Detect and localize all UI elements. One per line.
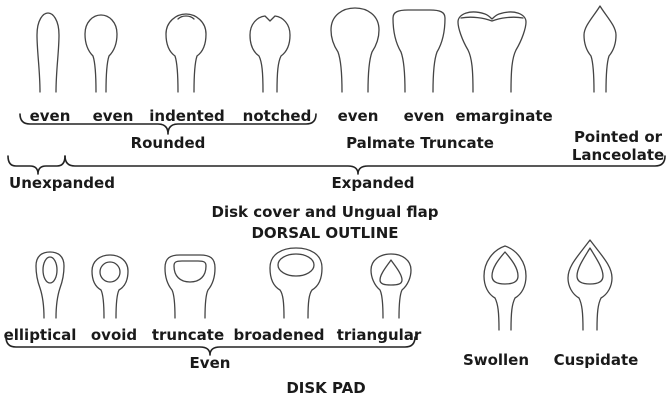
label-pad-triangular: triangular <box>337 326 422 344</box>
shape-pointed-lanceolate <box>584 6 616 92</box>
shape-indent-mark <box>178 16 194 19</box>
label-pad-elliptical: elliptical <box>4 326 77 344</box>
label-dorsal-even-4: even <box>404 107 445 125</box>
shape-truncate-even <box>393 10 445 92</box>
shape-pad-truncate <box>165 255 215 318</box>
shape-truncate-emarginate <box>458 12 526 92</box>
label-rounded: Rounded <box>131 134 206 152</box>
pad-inner-swollen <box>492 252 518 284</box>
label-pad-ovoid: ovoid <box>91 326 137 344</box>
pad-inner-ovoid <box>100 262 120 282</box>
shape-pad-broadened <box>270 248 322 318</box>
label-lanceolate: Lanceolate <box>572 146 664 164</box>
shape-rounded-indented <box>166 14 206 92</box>
label-dorsal-emarginate: emarginate <box>455 107 552 125</box>
shape-pad-elliptical <box>36 252 64 318</box>
shape-pad-triangular <box>371 254 411 318</box>
brace-unexpanded <box>8 156 65 174</box>
label-dorsal-indented: indented <box>149 107 225 125</box>
label-pad-truncate: truncate <box>152 326 224 344</box>
label-pad-swollen: Swollen <box>463 351 529 369</box>
shape-palmate-even <box>331 8 379 92</box>
pad-inner-broadened <box>278 254 314 276</box>
shape-pad-ovoid <box>92 255 128 318</box>
label-dorsal-notched: notched <box>243 107 312 125</box>
pad-inner-cuspidate <box>577 248 603 284</box>
shape-rounded-notched <box>250 16 290 92</box>
label-pad-cuspidate: Cuspidate <box>554 351 639 369</box>
label-pad-broadened: broadened <box>233 326 324 344</box>
shape-rounded-even-1 <box>37 13 59 92</box>
label-expanded: Expanded <box>331 174 414 192</box>
shape-pad-swollen <box>484 246 526 330</box>
caption-disk-cover: Disk cover and Ungual flap <box>212 203 439 221</box>
shape-rounded-even-2 <box>85 15 117 92</box>
label-pad-even: Even <box>190 354 231 372</box>
label-pointed-or: Pointed or <box>574 128 663 146</box>
label-palmate-truncate: Palmate Truncate <box>346 134 494 152</box>
label-unexpanded: Unexpanded <box>9 174 115 192</box>
label-dorsal-even-3: even <box>338 107 379 125</box>
pad-inner-triangular <box>380 260 402 285</box>
pad-inner-elliptical <box>43 257 57 283</box>
label-dorsal-even-2: even <box>93 107 134 125</box>
shape-pad-cuspidate <box>568 240 612 330</box>
caption-disk-pad: DISK PAD <box>286 379 365 397</box>
pad-inner-truncate <box>174 261 206 282</box>
label-dorsal-even-1: even <box>30 107 71 125</box>
caption-dorsal-outline: DORSAL OUTLINE <box>251 224 398 242</box>
